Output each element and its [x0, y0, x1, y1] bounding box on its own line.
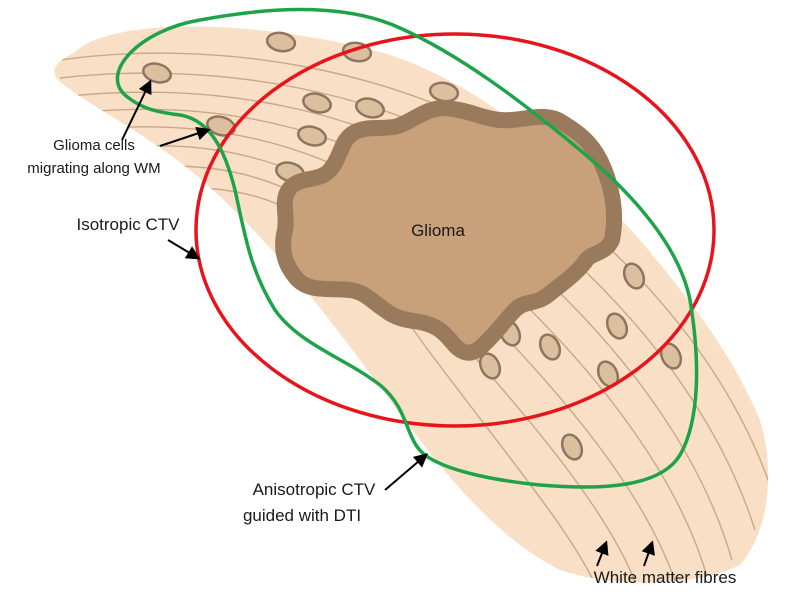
glioma-label: Glioma	[411, 221, 465, 240]
anisotropic-ctv-label: Anisotropic CTV	[253, 480, 376, 499]
arrow-to-isotropic-ctv	[168, 240, 198, 258]
anisotropic-ctv-label-line2: guided with DTI	[243, 506, 361, 525]
white-matter-fibres-label: White matter fibres	[594, 568, 737, 587]
glioma-cells-label-line2: migrating along WM	[27, 160, 160, 177]
isotropic-ctv-label: Isotropic CTV	[77, 215, 181, 234]
arrow-to-anisotropic-ctv	[385, 455, 426, 490]
